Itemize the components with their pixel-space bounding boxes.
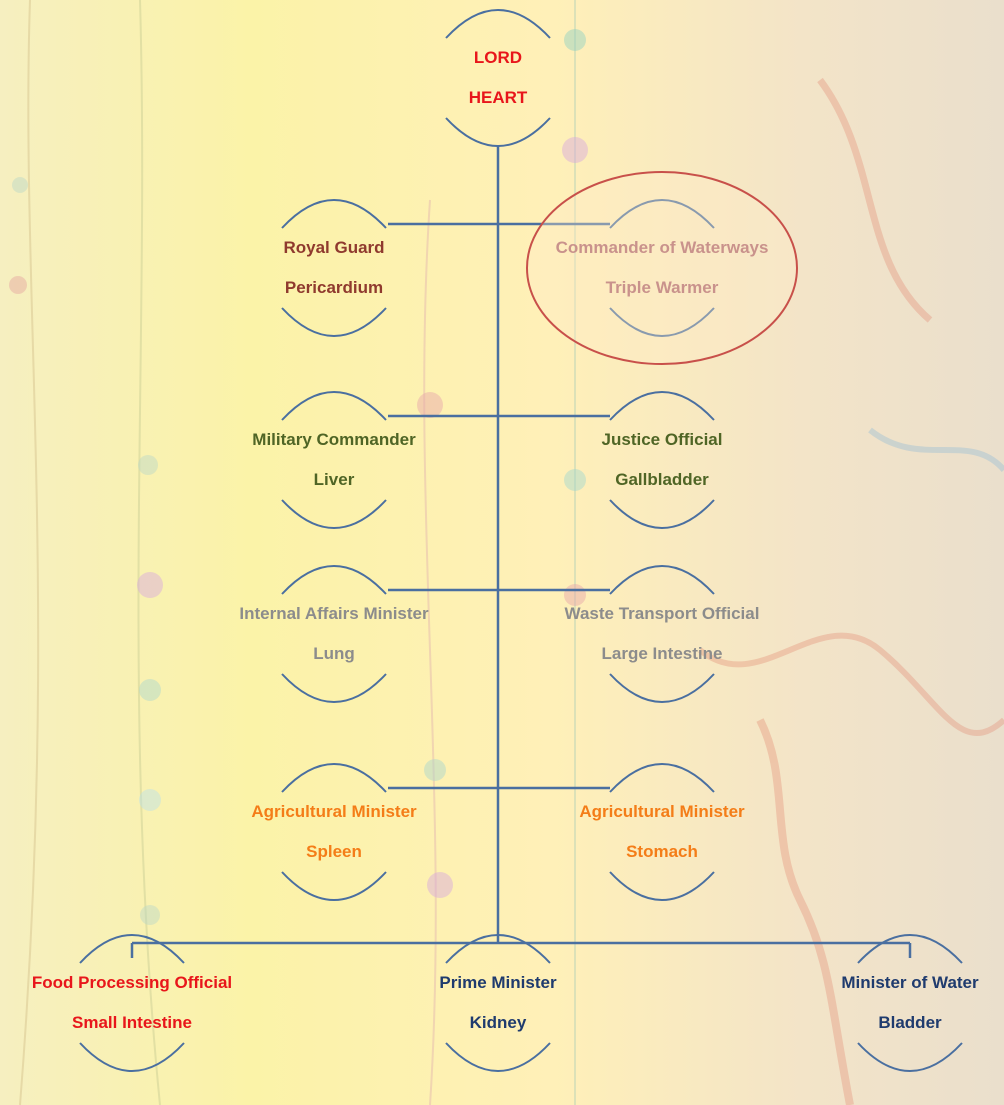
- node-top-arc: [609, 565, 715, 595]
- node-top-arc: [79, 934, 185, 964]
- node-title: Agricultural Minister: [579, 802, 745, 821]
- node-title: Royal Guard: [283, 238, 385, 257]
- node-bottom-arc: [79, 1042, 185, 1072]
- node-organ: Triple Warmer: [605, 278, 719, 297]
- node-bottom-arc: [609, 307, 715, 337]
- node-top-arc: [281, 763, 387, 793]
- node-top-arc: [281, 199, 387, 229]
- node-organ: Kidney: [469, 1013, 527, 1032]
- node-bottom-arc: [281, 499, 387, 529]
- node-bottom-arc: [445, 1042, 551, 1072]
- node-title: LORD: [473, 48, 523, 67]
- node-organ: HEART: [468, 88, 528, 107]
- node-bottom-arc: [609, 499, 715, 529]
- node-organ: Lung: [313, 644, 355, 663]
- connector-lines: [130, 145, 912, 958]
- node-organ: Large Intestine: [601, 644, 723, 663]
- node-top-arc: [857, 934, 963, 964]
- node-lord-heart: LORD HEART: [358, 38, 638, 118]
- node-bottom-arc: [281, 871, 387, 901]
- node-bottom-arc: [281, 673, 387, 703]
- highlight-ring: [526, 171, 798, 365]
- node-top-arc: [609, 391, 715, 421]
- node-top-arc: [609, 199, 715, 229]
- node-title: Agricultural Minister: [251, 802, 417, 821]
- node-organ: Gallbladder: [615, 470, 709, 489]
- node-title: Justice Official: [601, 430, 723, 449]
- node-title: Waste Transport Official: [564, 604, 760, 623]
- node-title: Military Commander: [252, 430, 416, 449]
- node-top-arc: [445, 934, 551, 964]
- node-title: Food Processing Official: [31, 973, 233, 992]
- node-bottom-arc: [857, 1042, 963, 1072]
- node-title: Commander of Waterways: [555, 238, 769, 257]
- node-organ: Pericardium: [284, 278, 384, 297]
- node-organ: Bladder: [878, 1013, 942, 1032]
- node-bottom-arc: [281, 307, 387, 337]
- node-title: Minister of Water: [841, 973, 979, 992]
- node-bottom-arc: [609, 871, 715, 901]
- node-top-arc: [281, 391, 387, 421]
- node-organ: Spleen: [306, 842, 362, 861]
- node-top-arc: [445, 9, 551, 39]
- node-title: Prime Minister: [439, 973, 557, 992]
- node-organ: Stomach: [626, 842, 698, 861]
- node-organ: Small Intestine: [72, 1013, 192, 1032]
- node-title: Internal Affairs Minister: [239, 604, 429, 623]
- node-top-arc: [609, 763, 715, 793]
- node-bottom-arc: [445, 117, 551, 147]
- node-bottom-arc: [609, 673, 715, 703]
- node-organ: Liver: [313, 470, 355, 489]
- node-shapes: [79, 9, 963, 1072]
- node-top-arc: [281, 565, 387, 595]
